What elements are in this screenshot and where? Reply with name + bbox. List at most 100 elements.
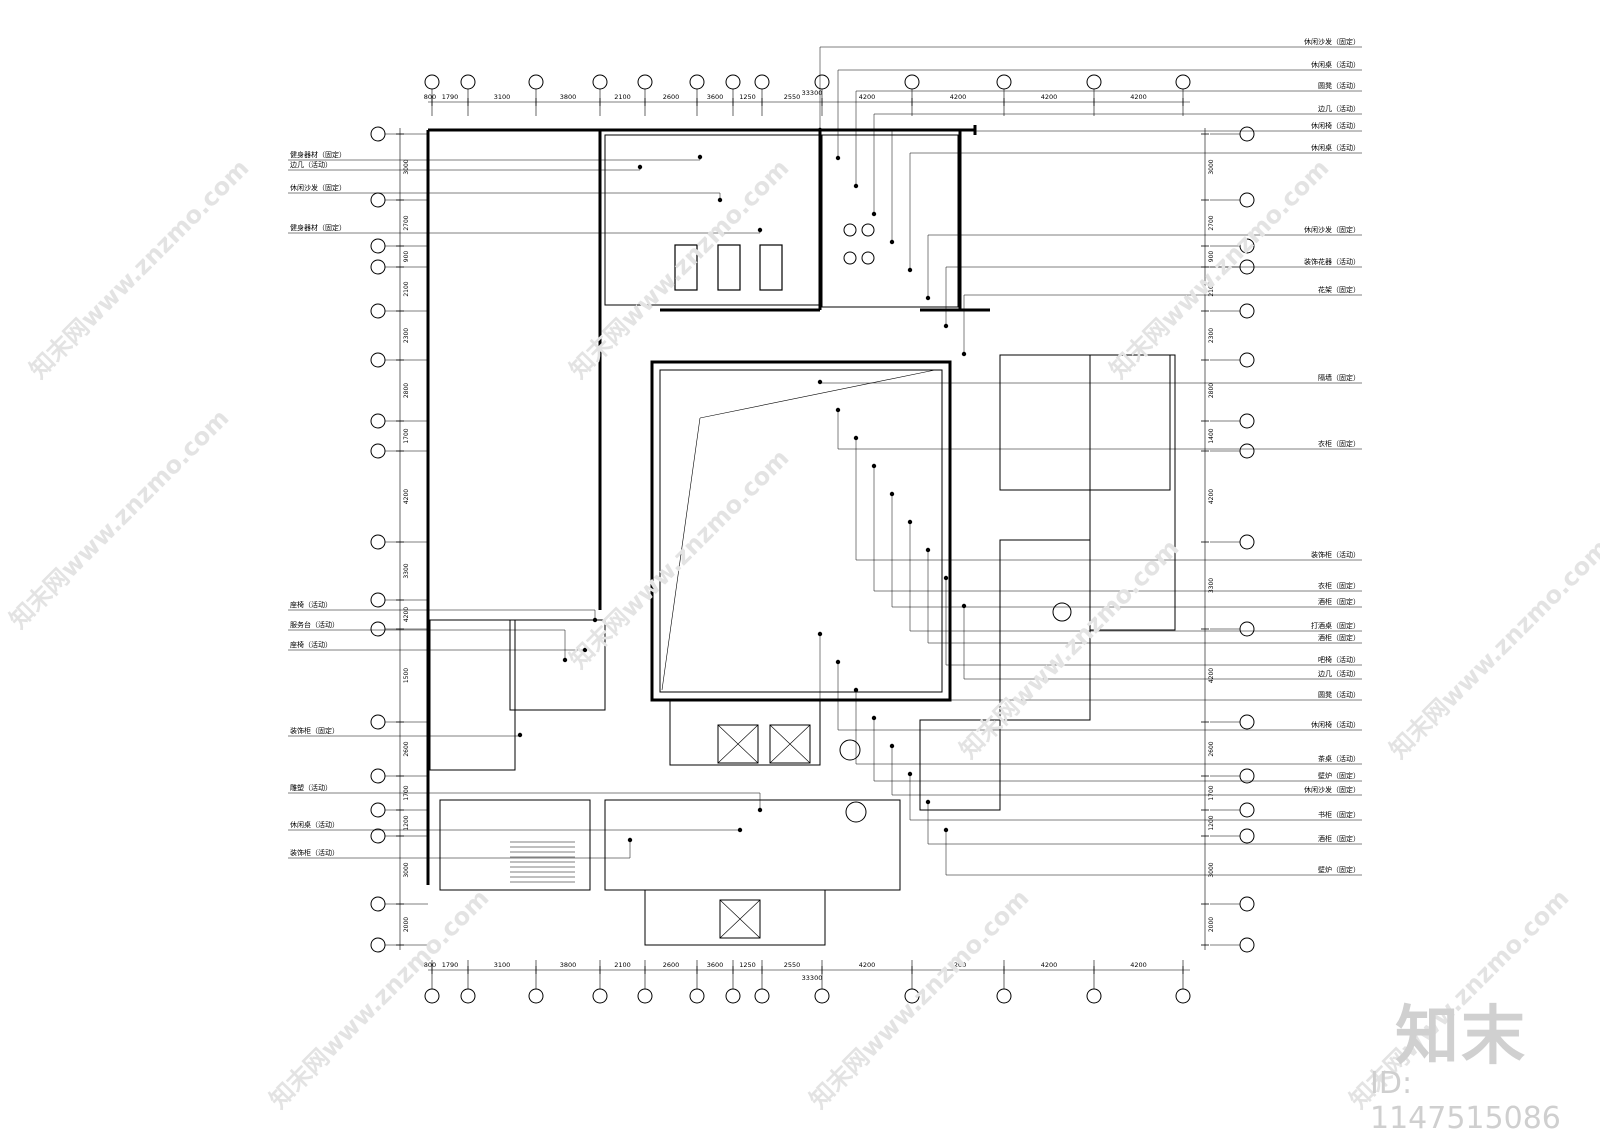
- leader-dot: [925, 547, 931, 553]
- elevator-cross: [719, 899, 761, 939]
- axis-bubble-left: [370, 352, 386, 368]
- axis-bubble-top: [592, 74, 608, 90]
- axis-bubble-left: [370, 192, 386, 208]
- leader-dot: [907, 519, 913, 525]
- top-total-dim: 33300: [802, 89, 823, 97]
- left-dim-value: 2300: [403, 328, 410, 343]
- bottom-dim-value: 4200: [950, 961, 967, 969]
- left-dim-value: 3000: [403, 159, 410, 174]
- label-right: 书柜（固定）: [1318, 810, 1360, 819]
- toilet-room-1: [999, 354, 1171, 491]
- axis-bubble-left: [370, 621, 386, 637]
- label-right: 圆凳（活动）: [1318, 690, 1360, 699]
- axis-bubble-top: [1175, 74, 1191, 90]
- left-dim-value: 2100: [403, 281, 410, 296]
- axis-bubble-left: [370, 768, 386, 784]
- bottom-dim-value: 2100: [614, 961, 631, 969]
- elevator-cross: [769, 724, 811, 764]
- left-dim-value: 4200: [403, 607, 410, 622]
- toilet-room-3: [429, 619, 516, 771]
- axis-bubble-top: [689, 74, 705, 90]
- axis-bubble-bottom: [528, 988, 544, 1004]
- axis-bubble-right: [1239, 714, 1255, 730]
- right-dim-value: 2700: [1208, 215, 1215, 230]
- axis-bubble-right: [1239, 192, 1255, 208]
- axis-bubble-right: [1239, 413, 1255, 429]
- left-dim-value: 1200: [403, 815, 410, 830]
- leader-dot: [853, 183, 859, 189]
- bottom-dim-value: 1250: [739, 961, 756, 969]
- leader-dot: [907, 267, 913, 273]
- leader-dot: [943, 323, 949, 329]
- axis-bubble-right: [1239, 534, 1255, 550]
- left-dim-value: 1500: [403, 668, 410, 683]
- top-dim-value: 4200: [950, 93, 967, 101]
- right-dim-value: 3300: [1208, 578, 1215, 593]
- axis-bubble-bottom: [424, 988, 440, 1004]
- elevator-car: [769, 724, 811, 764]
- elevator-car: [717, 724, 759, 764]
- right-dim-value: 1400: [1208, 428, 1215, 443]
- axis-bubble-left: [370, 126, 386, 142]
- axis-bubble-bottom: [814, 988, 830, 1004]
- courtyard-diagonal: [661, 369, 936, 691]
- leader-dot: [871, 463, 877, 469]
- right-dim-value: 1700: [1208, 785, 1215, 800]
- axis-bubble-left: [370, 303, 386, 319]
- axis-bubble-left: [370, 443, 386, 459]
- label-left: 雕塑（活动）: [290, 783, 332, 792]
- right-dim-value: 3000: [1208, 862, 1215, 877]
- axis-bubble-bottom: [460, 988, 476, 1004]
- right-dim-value: 900: [1208, 251, 1215, 263]
- service-room: [509, 619, 606, 711]
- round-table: [1052, 602, 1072, 622]
- leader-dot: [943, 827, 949, 833]
- axis-bubble-bottom: [637, 988, 653, 1004]
- label-right: 酒柜（固定）: [1318, 597, 1360, 606]
- right-dim-value: 3000: [1208, 159, 1215, 174]
- leader-dot: [757, 807, 763, 813]
- axis-bubble-left: [370, 413, 386, 429]
- axis-bubble-bottom: [754, 988, 770, 1004]
- label-right: 衣柜（固定）: [1318, 439, 1360, 448]
- round-table: [861, 223, 875, 237]
- leader-dot: [757, 227, 763, 233]
- watermark-logo: 知末: [1395, 1000, 1527, 1074]
- rooms: [429, 134, 1176, 946]
- leader-dot: [871, 715, 877, 721]
- leader-dot: [697, 154, 703, 160]
- axis-bubble-top: [424, 74, 440, 90]
- gym-machine: [717, 244, 741, 291]
- right-dim-value: 2300: [1208, 328, 1215, 343]
- round-table: [843, 223, 857, 237]
- leader-dot: [925, 295, 931, 301]
- leader-dot: [889, 491, 895, 497]
- top-dim-value: 3100: [494, 93, 511, 101]
- axis-bubble-top: [637, 74, 653, 90]
- leader-dot: [961, 603, 967, 609]
- gym-room: [604, 134, 821, 306]
- axis-bubble-top: [1086, 74, 1102, 90]
- axis-bubble-left: [370, 937, 386, 953]
- axis-bubble-left: [370, 714, 386, 730]
- top-dim-value: 4200: [1130, 93, 1147, 101]
- leader-dot: [943, 575, 949, 581]
- label-right: 酒柜（固定）: [1318, 834, 1360, 843]
- top-dim-value: 2100: [614, 93, 631, 101]
- label-right: 壁炉（固定）: [1318, 865, 1360, 874]
- bottom-dim-value: 4200: [859, 961, 876, 969]
- left-dim-value: 2800: [403, 383, 410, 398]
- label-left: 座椅（活动）: [290, 600, 332, 609]
- axis-bubble-top: [904, 74, 920, 90]
- label-left: 休闲沙发（固定）: [290, 183, 346, 192]
- axis-bubble-bottom: [592, 988, 608, 1004]
- round-table: [845, 801, 867, 823]
- elevator-room-2: [644, 889, 826, 946]
- top-dim-value: 2600: [663, 93, 680, 101]
- left-dim-value: 4200: [403, 489, 410, 504]
- axis-bubble-right: [1239, 802, 1255, 818]
- axis-bubble-right: [1239, 303, 1255, 319]
- leader-dot: [517, 732, 523, 738]
- leader-dot: [961, 351, 967, 357]
